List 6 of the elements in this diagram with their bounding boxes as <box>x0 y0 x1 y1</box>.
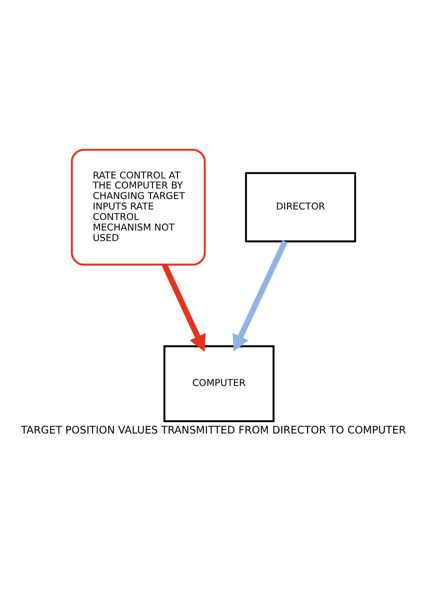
node-box: COMPUTER <box>163 344 274 422</box>
arrow <box>162 263 206 352</box>
node-box: RATE CONTROL AT THE COMPUTER BY CHANGING TARGET INPUTS RATE CONTROL MECHANISM NOT USED <box>70 148 206 266</box>
node-box: DIRECTOR <box>245 172 356 242</box>
arrow <box>232 240 288 352</box>
caption: TARGET POSITION VALUES TRANSMITTED FROM DIRECTOR TO COMPUTER <box>20 424 406 436</box>
